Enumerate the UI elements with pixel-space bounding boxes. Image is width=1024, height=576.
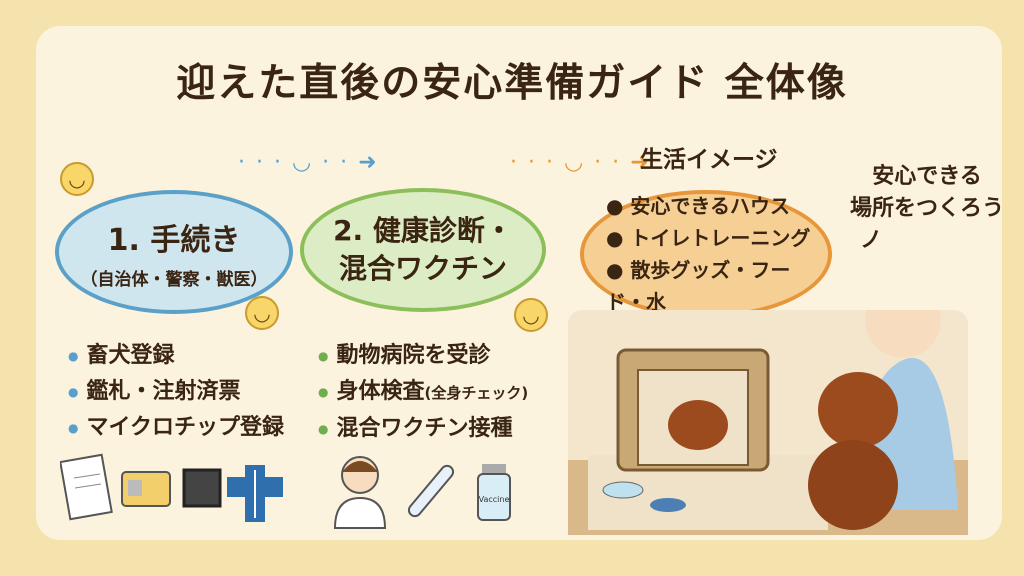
svg-text:Vaccine: Vaccine [479,495,510,504]
smiley-icon: ◡ [60,162,94,196]
smiley-icon: ◡ [514,298,548,332]
doctor-icon [333,456,387,529]
step2-heading-line2: 混合ワクチン [338,252,507,285]
step3-item: ● 安心できるハウス [606,194,791,218]
page-title: 迎えた直後の安心準備ガイド 全体像 [176,61,848,106]
dog-icon [808,372,898,530]
step2-icons: Vaccine [333,456,511,529]
step1-subtitle: （自治体・警察・獣医） [80,269,268,290]
food-bowl-icon [650,498,686,512]
list-item: 混合ワクチン接種 [318,411,528,447]
document-icon [60,453,113,521]
step3-label: 生活イメージ [640,147,778,173]
smiley-icon: ◡ [245,296,279,330]
step2-heading: 2. 健康診断・ [333,214,513,247]
dotted-arrow-icon: · · · ◡ · · ➜ [510,150,651,175]
vaccine-vial-icon: Vaccine [477,464,511,521]
step1-icons [60,453,283,522]
list-item: 身体検査(全身チェック) [318,374,528,411]
speech-text: 安心できる 場所をつくろう ノ [850,164,1005,253]
step2-list: 動物病院を受診 身体検査(全身チェック) 混合ワクチン接種 [318,338,528,447]
step1-bubble: 1. 手続き （自治体・警察・獣医） [55,190,293,314]
list-item: 鑑札・注射済票 [68,374,284,410]
step1-heading: 1. 手続き [107,222,241,258]
thermometer-icon [407,464,455,518]
step3-item: ● トイレトレーニング [606,226,811,250]
living-scene-illustration: ♥ [568,310,968,535]
list-item: 畜犬登録 [68,338,284,374]
microchip-icon [182,468,222,508]
dotted-arrow-icon: · · · ◡ · · ➜ [238,150,379,175]
step3-item: ● 散歩グッズ・フード・水 [606,258,791,314]
list-item: 動物病院を受診 [318,338,528,374]
list-item: マイクロチップ登録 [68,410,284,446]
dog-in-crate-icon [668,400,728,450]
id-tag-icon [121,471,171,507]
step1-list: 畜犬登録 鑑札・注射済票 マイクロチップ登録 [68,338,284,446]
step3-bubble: ● 安心できるハウス ● トイレトレーニング ● 散歩グッズ・フード・水 [580,190,832,318]
veterinary-icon [227,465,283,522]
water-bowl-icon [602,481,644,499]
step2-bubble: 2. 健康診断・ 混合ワクチン [300,188,546,312]
